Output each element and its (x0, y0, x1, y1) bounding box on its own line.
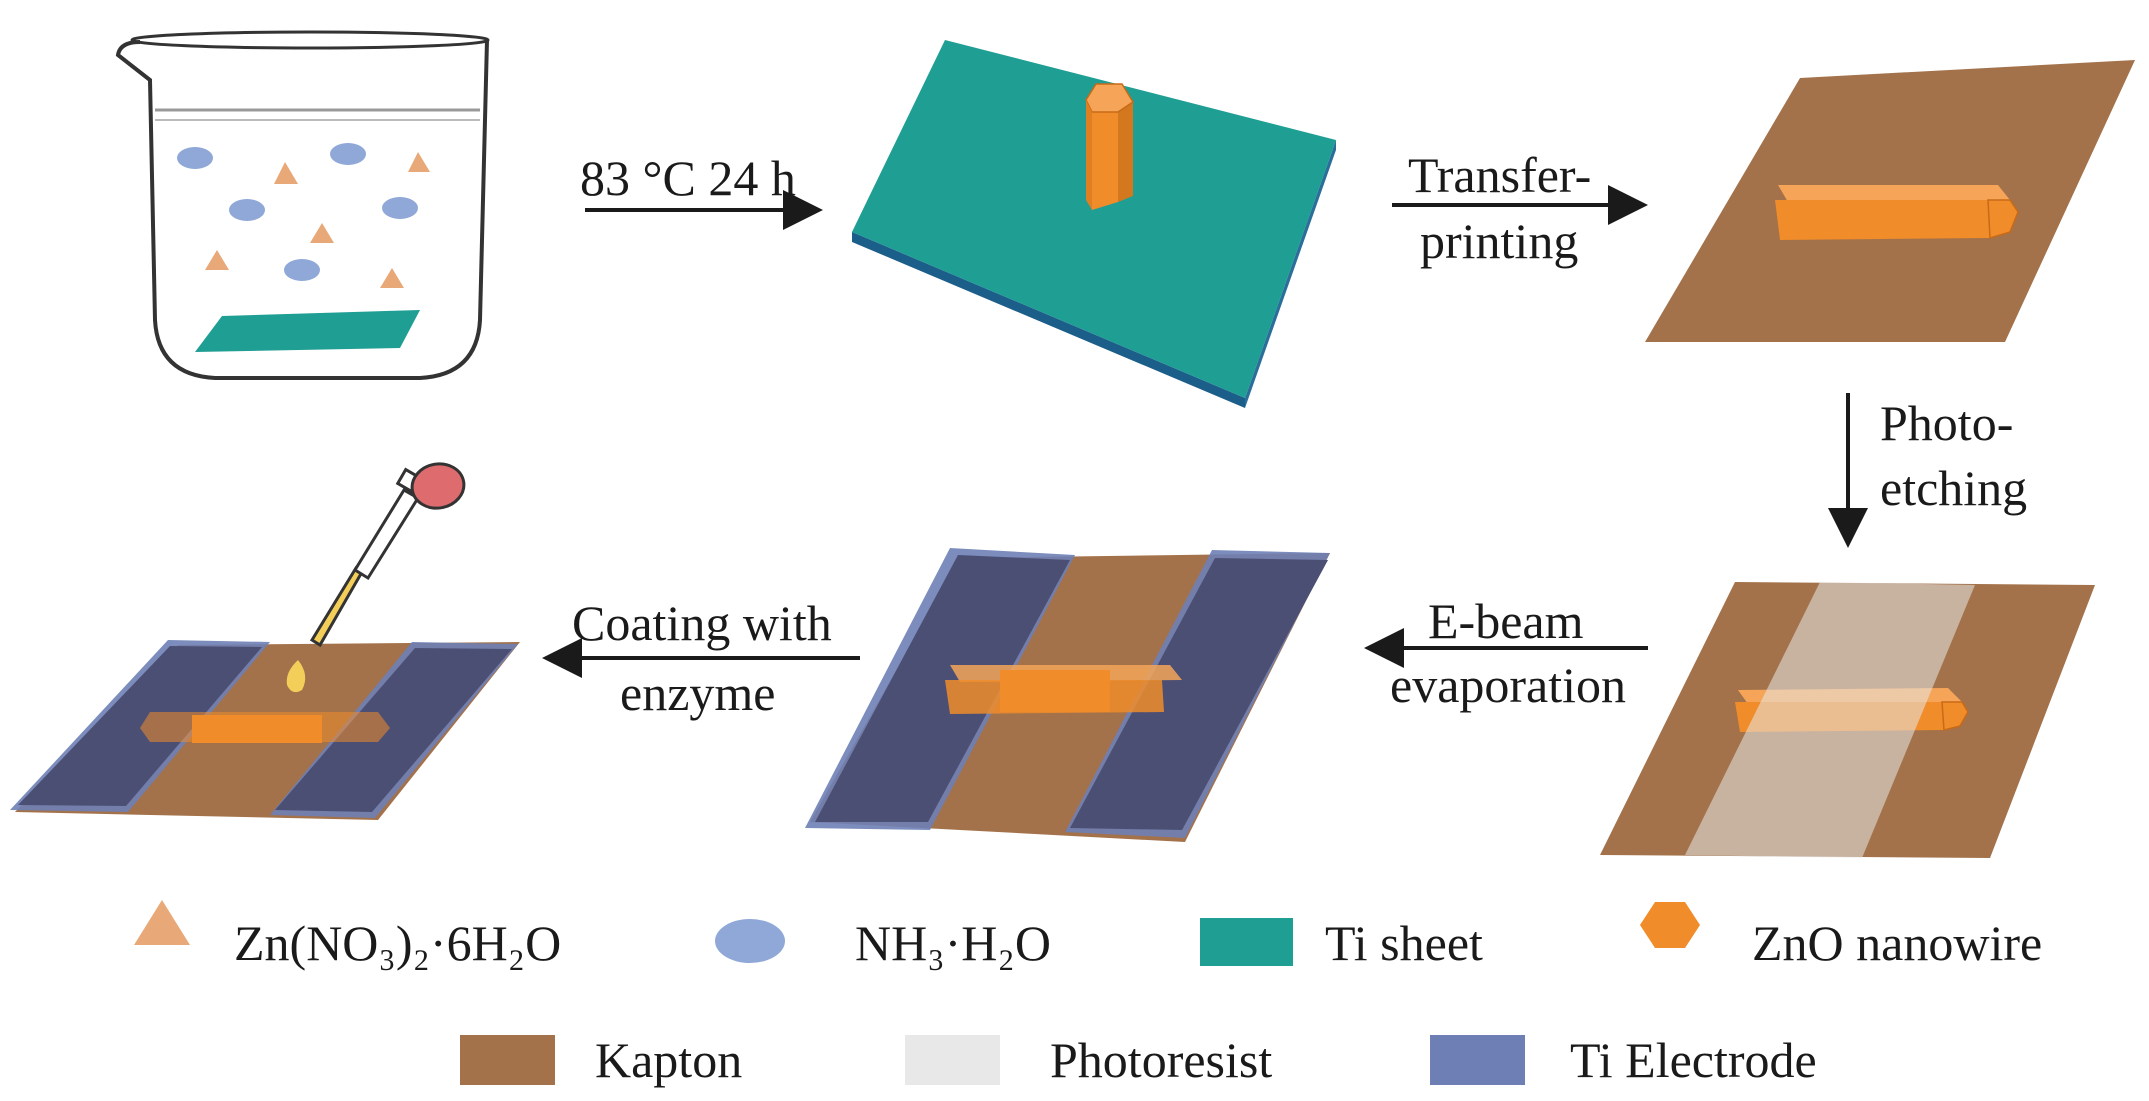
zn-nitrate-particle (274, 162, 298, 184)
nanowire-lying-top (1778, 185, 2010, 202)
nanowire-vertical-left (1086, 100, 1092, 210)
enzyme-stage (10, 462, 520, 820)
ti-sheet-side (852, 232, 1245, 408)
legend-swatch-photoresist (905, 1035, 1000, 1085)
beaker-rim (130, 30, 490, 50)
ammonia-particle (177, 147, 213, 169)
step-label-4a: E-beam (1428, 593, 1584, 649)
legend-swatch-kapton (460, 1035, 555, 1085)
zn-nitrate-particle (205, 250, 229, 270)
legend-swatch-ammonia (715, 919, 785, 963)
legend-swatch-ti-electrode (1430, 1035, 1525, 1085)
ammonia-particle (330, 143, 366, 165)
zn-nitrate-particle (408, 152, 430, 172)
pipette-icon (309, 462, 466, 648)
ti-sheet-stage (852, 40, 1336, 408)
legend-swatch-zno-nanowire (1640, 902, 1700, 948)
step-label-5b: enzyme (620, 665, 775, 721)
legend-label-zno-nanowire: ZnO nanowire (1752, 915, 2042, 971)
legend-label-zn-nitrate: Zn(NO₃)₂·6H₂O (234, 915, 561, 971)
nanowire-enzyme-visible (192, 715, 322, 743)
step-label-4b: evaporation (1390, 657, 1626, 713)
enzyme-drop (286, 660, 306, 693)
legend-swatch-zn-nitrate (134, 900, 190, 945)
legend: Zn(NO₃)₂·6H₂O NH₃·H₂O Ti sheet ZnO nanow… (134, 900, 2042, 1088)
step-label-1: 83 °C 24 h (580, 150, 796, 206)
pipette-barrel (352, 487, 421, 581)
photoresist-strip (1685, 582, 1975, 858)
ti-electrode-left-inner (815, 555, 1070, 822)
ti-electrode-right-enzyme-inner (275, 648, 512, 812)
nanowire-vertical-front (1092, 112, 1118, 210)
ti-electrode-right-inner (1070, 558, 1328, 830)
nanowire-electrode-visible (1000, 670, 1110, 712)
zn-nitrate-particle (310, 223, 334, 243)
legend-label-ti-sheet: Ti sheet (1325, 915, 1483, 971)
pipette-tip (309, 565, 365, 648)
beaker (115, 30, 490, 380)
step-label-3b: etching (1880, 460, 2027, 516)
ammonia-particle (382, 197, 418, 219)
ti-sheet-top (852, 40, 1336, 398)
nanowire-pr-end (1941, 701, 1969, 731)
ti-sheet-side-right (1245, 140, 1336, 408)
legend-label-ammonia: NH₃·H₂O (855, 915, 1051, 971)
nanowire-vertical-side (1118, 102, 1133, 202)
ti-electrode-left-enzyme-inner (18, 646, 262, 806)
step-label-3a: Photo- (1880, 395, 2013, 451)
nanowire-lying-end (1987, 199, 2019, 239)
kapton-stage (1645, 60, 2135, 342)
ammonia-particle (229, 199, 265, 221)
legend-label-kapton: Kapton (595, 1032, 742, 1088)
electrode-stage (805, 548, 1330, 842)
ammonia-particle (284, 259, 320, 281)
step-label-2a: Transfer- (1408, 147, 1591, 203)
pipette-bulb (410, 462, 466, 510)
step-label-5a: Coating with (572, 595, 832, 651)
beaker-body (115, 39, 489, 380)
nanowire-lying-front (1775, 200, 1990, 240)
legend-label-ti-electrode: Ti Electrode (1570, 1032, 1817, 1088)
zn-nitrate-particle (380, 268, 404, 288)
photoresist-stage (1600, 582, 2095, 858)
legend-label-photoresist: Photoresist (1050, 1032, 1272, 1088)
ti-sheet-in-beaker (195, 310, 420, 352)
legend-swatch-ti-sheet (1200, 918, 1293, 966)
step-label-2b: printing (1420, 213, 1578, 269)
